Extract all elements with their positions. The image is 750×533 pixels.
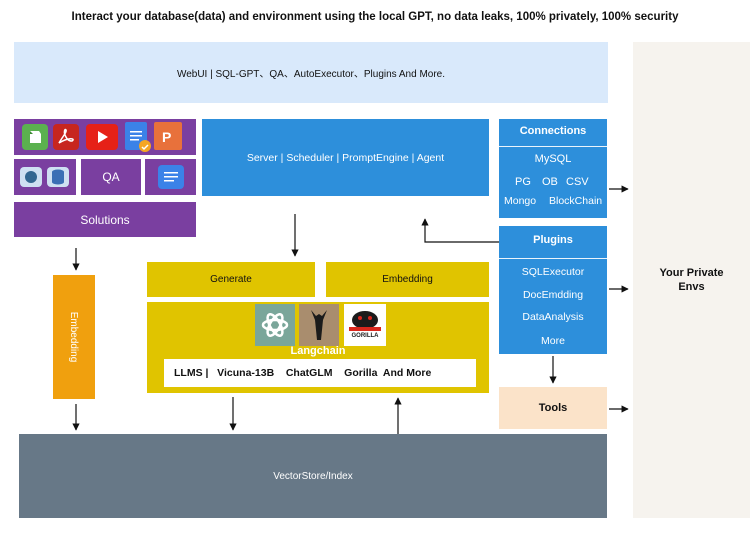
vectorstore-label: VectorStore/Index bbox=[273, 470, 353, 482]
youtube-icon bbox=[86, 124, 118, 150]
openai-logo-icon bbox=[255, 304, 295, 346]
solutions-box: Solutions bbox=[14, 202, 196, 237]
pdf-icon bbox=[53, 124, 79, 150]
webui-banner: WebUI | SQL-GPT、QA、AutoExecutor、Plugins … bbox=[14, 42, 608, 103]
plugins-box: Plugins SQLExecutor DocEmdding DataAnaly… bbox=[499, 226, 607, 354]
blockchain-label: BlockChain bbox=[549, 195, 603, 207]
plugin-item: DataAnalysis bbox=[522, 311, 584, 323]
tools-label: Tools bbox=[538, 402, 568, 414]
llms-bar: LLMS | Vicuna-13B ChatGLM Gorilla And Mo… bbox=[164, 359, 476, 387]
connections-title: Connections bbox=[519, 125, 587, 137]
svg-text:P: P bbox=[162, 129, 171, 145]
llms-label: LLMS | Vicuna-13B ChatGLM Gorilla And Mo… bbox=[174, 367, 432, 379]
generate-box: Generate bbox=[147, 262, 315, 297]
pg-label: PG bbox=[515, 176, 531, 188]
datasource-icon-row bbox=[14, 159, 76, 195]
evernote-icon bbox=[22, 124, 48, 150]
apps-icon-row: P bbox=[14, 119, 196, 155]
mongo-label: Mongo bbox=[504, 195, 537, 207]
vicuna-logo-icon bbox=[299, 304, 339, 346]
vectorstore-box: VectorStore/Index bbox=[19, 434, 607, 518]
database-icon bbox=[47, 167, 69, 187]
csv-label: CSV bbox=[566, 176, 589, 188]
plugin-item: DocEmdding bbox=[522, 289, 584, 301]
embedding-label: Embedding bbox=[382, 274, 433, 285]
document-icon bbox=[158, 165, 184, 189]
generate-label: Generate bbox=[210, 274, 252, 285]
gorilla-logo-text: GORILLA bbox=[351, 333, 379, 339]
diagram-title: Interact your database(data) and environ… bbox=[71, 11, 679, 23]
postgres-icon bbox=[20, 167, 42, 187]
plugin-item: More bbox=[541, 335, 565, 347]
check-badge-icon bbox=[139, 140, 151, 152]
solutions-label: Solutions bbox=[80, 212, 130, 227]
private-envs-label: Your Private Envs bbox=[659, 267, 724, 293]
connections-divider bbox=[499, 146, 607, 147]
private-envs-panel: Your Private Envs bbox=[633, 42, 750, 518]
server-box: Server | Scheduler | PromptEngine | Agen… bbox=[202, 119, 489, 196]
ob-label: OB bbox=[542, 176, 558, 188]
connections-box: Connections MySQL PG OB CSV Mongo BlockC… bbox=[499, 119, 607, 218]
doc-box bbox=[145, 159, 196, 195]
embedding-box: Embedding bbox=[326, 262, 489, 297]
qa-box: QA bbox=[81, 159, 141, 195]
plugin-item: SQLExecutor bbox=[521, 266, 585, 278]
arrow-plugins-to-server bbox=[421, 218, 499, 243]
mysql-label: MySQL bbox=[534, 153, 572, 165]
tools-box: Tools bbox=[499, 387, 607, 429]
plugins-title: Plugins bbox=[533, 234, 573, 246]
gorilla-logo-icon: GORILLA bbox=[344, 304, 386, 346]
embedding-vertical-box: Embedding bbox=[53, 275, 95, 399]
powerpoint-icon: P bbox=[154, 122, 182, 150]
plugins-divider bbox=[499, 258, 607, 259]
server-label: Server | Scheduler | PromptEngine | Agen… bbox=[246, 151, 445, 164]
models-box: GORILLA Langchain LLMS | Vicuna-13B Chat… bbox=[147, 302, 489, 393]
langchain-label: Langchain bbox=[290, 345, 346, 357]
qa-label: QA bbox=[102, 170, 120, 184]
